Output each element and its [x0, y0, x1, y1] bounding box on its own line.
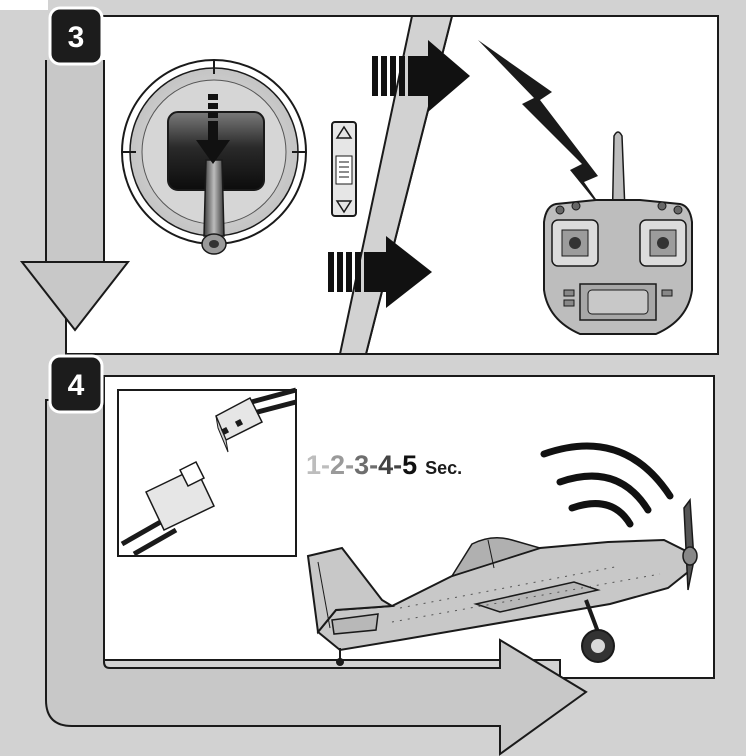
lightning-bolt-icon: [478, 40, 612, 222]
radio-waves-icon: [540, 442, 674, 528]
transmitter-icon: [543, 131, 693, 335]
timer-digit-3: 3: [354, 450, 369, 480]
timer-separator: -: [321, 450, 330, 480]
throttle-stick-icon: [121, 59, 307, 255]
throttle-down-arrow: [196, 94, 230, 164]
timer-digit-4: 4: [378, 450, 393, 480]
step3-number: 3: [68, 21, 85, 54]
step3-badge: 3: [48, 6, 104, 66]
timer-digit-5: 5: [402, 450, 417, 480]
signal-arrow-bottom: [328, 236, 432, 308]
flow-arrow-bent: [45, 399, 588, 756]
timer-separator: -: [345, 450, 354, 480]
timer-separator: -: [393, 450, 402, 480]
timer-digit-2: 2: [330, 450, 345, 480]
timer-unit: Sec.: [425, 458, 462, 478]
flow-arrow-down: [19, 60, 131, 332]
signal-arrow-top: [372, 40, 470, 112]
battery-connector-icon: [120, 387, 297, 557]
airplane-icon: [306, 497, 698, 666]
step4-number: 4: [68, 369, 85, 402]
connector-inset: [117, 387, 297, 557]
trim-indicator-icon: [331, 121, 357, 217]
step4-badge: 4: [48, 354, 104, 414]
timer-separator: -: [369, 450, 378, 480]
timer-digit-1: 1: [306, 450, 321, 480]
